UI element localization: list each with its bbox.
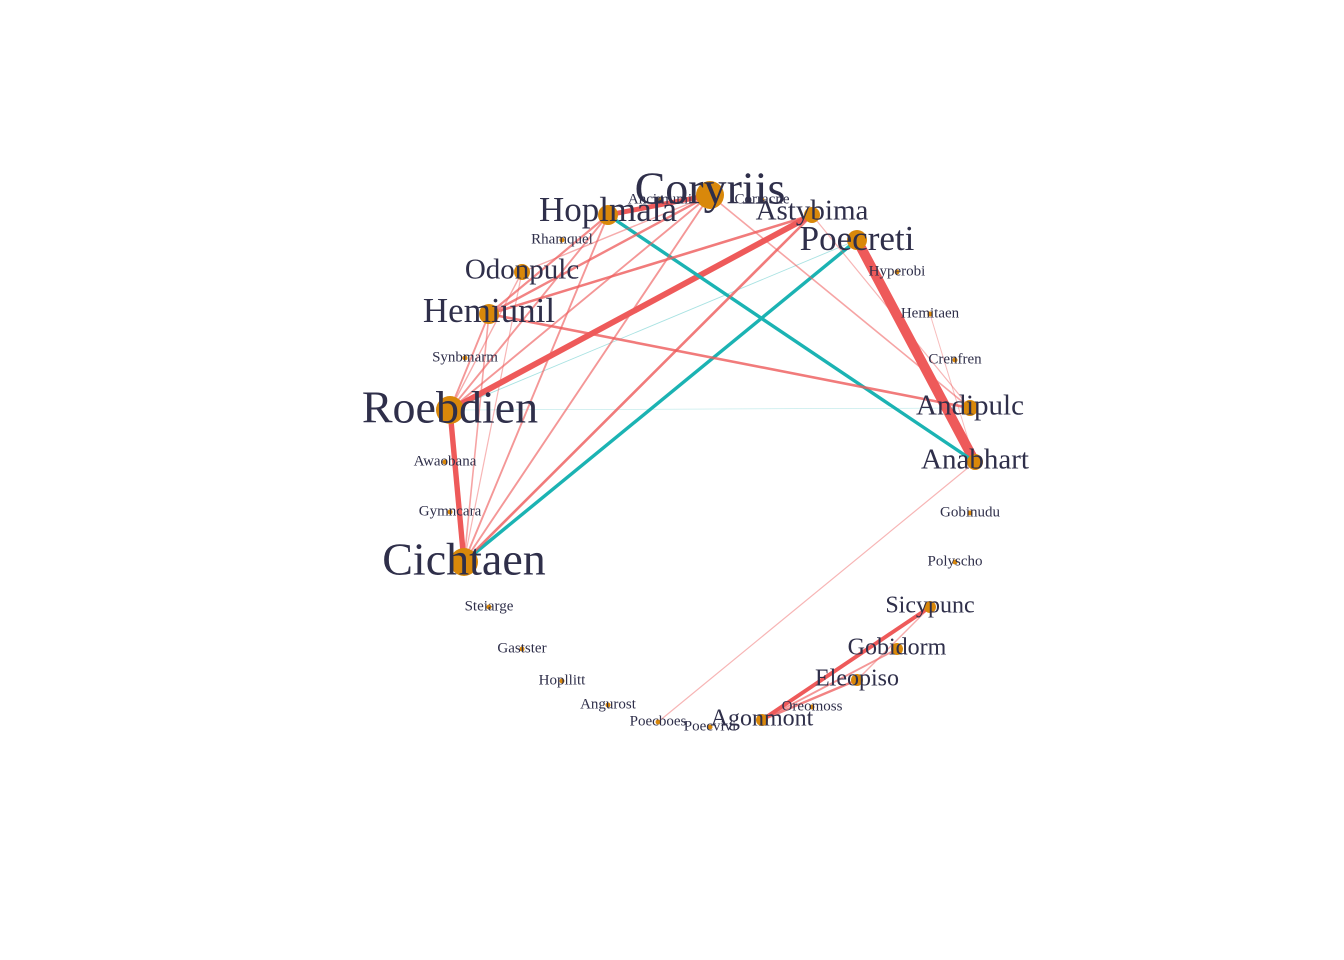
- edge-odonpulc-coryriis: [521, 194, 711, 273]
- node-label-sicypunc: Sicypunc: [885, 593, 974, 619]
- node-hemiunil[interactable]: [479, 304, 499, 324]
- node-awaobana[interactable]: [442, 459, 448, 465]
- edge-hoplmala-anabhart: [607, 213, 976, 464]
- node-hoplmala[interactable]: [598, 205, 618, 225]
- node-hyperobi[interactable]: [894, 269, 900, 275]
- node-andipulc[interactable]: [962, 400, 978, 416]
- node-astybima[interactable]: [804, 207, 820, 223]
- node-poecboes[interactable]: [655, 719, 661, 725]
- edge-cichtaen-astybima: [463, 214, 813, 563]
- node-label-polyscho: Polyscho: [927, 553, 982, 569]
- edge-cichtaen-hemiunil: [463, 313, 490, 563]
- node-sicypunc[interactable]: [924, 601, 936, 613]
- node-label-cichtaen: Cichtaen: [382, 534, 546, 585]
- edge-hemiunil-astybima: [488, 213, 813, 316]
- node-label-hyperobi: Hyperobi: [869, 263, 926, 279]
- node-synbmarm[interactable]: [462, 355, 468, 361]
- node-label-agonmont: Agonmont: [711, 706, 814, 732]
- node-label-poecboes: Poecboes: [630, 713, 687, 729]
- edge-cichtaen-poecreti: [462, 238, 859, 564]
- edge-anabhart-poecboes: [657, 461, 976, 723]
- node-label-poecreti: Poecreti: [800, 219, 915, 258]
- node-label-coryriis: Coryriis: [635, 163, 786, 214]
- node-poecreti[interactable]: [847, 230, 867, 250]
- edge-agonmont-eleopiso: [761, 678, 858, 722]
- node-label-gymncara: Gymncara: [419, 503, 482, 519]
- node-label-odonpulc: Odonpulc: [465, 254, 579, 286]
- node-hemitaen[interactable]: [927, 311, 933, 317]
- node-agonmont[interactable]: [756, 714, 768, 726]
- node-coryriis[interactable]: [696, 181, 724, 209]
- node-roebdien[interactable]: [436, 396, 464, 424]
- node-label-hopllitt: Hopllitt: [539, 672, 587, 688]
- node-label-oreomoss: Oreomoss: [782, 698, 843, 714]
- edge-hemitaen-anabhart: [929, 313, 976, 463]
- node-gobinudu[interactable]: [967, 510, 973, 516]
- node-ancimumi[interactable]: [657, 197, 663, 203]
- node-gastster[interactable]: [519, 646, 525, 652]
- edge-poecreti-anabhart: [852, 237, 980, 465]
- node-label-gobidorm: Gobidorm: [848, 635, 947, 661]
- edge-eleopiso-sicypunc: [856, 606, 931, 681]
- edge-agonmont-gobidorm: [761, 648, 898, 721]
- edge-roebdien-coryriis: [449, 194, 711, 411]
- node-label-hemiunil: Hemiunil: [423, 291, 555, 330]
- node-gobidorm[interactable]: [891, 643, 903, 655]
- node-polyscho[interactable]: [952, 559, 958, 565]
- node-label-awaobana: Awaobana: [414, 453, 477, 469]
- node-label-synbmarm: Synbmarm: [432, 349, 498, 365]
- edge-hemiunil-roebdien: [449, 313, 490, 411]
- node-label-anabhart: Anabhart: [921, 444, 1029, 476]
- node-label-gastster: Gastster: [497, 640, 546, 656]
- edge-roebdien-cichtaen: [447, 409, 467, 563]
- edge-layer: [447, 192, 980, 723]
- edge-agonmont-sicypunc: [760, 605, 932, 722]
- edge-hemiunil-coryriis: [488, 193, 711, 316]
- node-label-astybima: Astybima: [756, 195, 869, 227]
- node-label-corracne: Corracne: [735, 191, 790, 207]
- edge-cichtaen-odonpulc: [463, 271, 523, 563]
- edge-roebdien-poecreti: [449, 239, 858, 411]
- node-label-roebdien: Roebdien: [362, 382, 538, 433]
- edge-roebdien-andipulc: [449, 407, 971, 411]
- node-label-steiarge: Steiarge: [465, 598, 514, 614]
- node-label-hoplmala: Hoplmala: [539, 190, 677, 229]
- node-rhamquel[interactable]: [559, 237, 565, 243]
- node-anabhart[interactable]: [967, 454, 983, 470]
- node-label-crenfren: Crenfren: [928, 351, 982, 367]
- node-corracne[interactable]: [759, 197, 765, 203]
- node-label-gobinudu: Gobinudu: [940, 504, 1001, 520]
- node-label-ancimumi: Ancimumi: [628, 191, 692, 207]
- edge-hemiunil-andipulc: [488, 312, 971, 410]
- node-label-angurost: Angurost: [580, 696, 637, 712]
- edge-coryriis-andipulc: [709, 194, 971, 409]
- node-label-eleopiso: Eleopiso: [815, 666, 899, 692]
- node-gymncara[interactable]: [447, 509, 453, 515]
- node-label-andipulc: Andipulc: [916, 390, 1024, 422]
- node-label-poecvivi: Poecvivi: [684, 718, 737, 734]
- node-odonpulc[interactable]: [514, 264, 530, 280]
- node-steiarge[interactable]: [486, 604, 492, 610]
- node-angurost[interactable]: [605, 702, 611, 708]
- edge-roebdien-odonpulc: [449, 271, 523, 411]
- edge-cichtaen-coryriis: [463, 194, 711, 563]
- node-eleopiso[interactable]: [851, 674, 863, 686]
- node-hopllitt[interactable]: [559, 678, 565, 684]
- node-label-rhamquel: Rhamquel: [531, 231, 593, 247]
- node-layer: [436, 181, 983, 730]
- node-oreomoss[interactable]: [809, 704, 815, 710]
- edge-astybima-andipulc: [811, 214, 971, 409]
- node-label-hemitaen: Hemitaen: [901, 305, 960, 321]
- edge-hoplmala-coryriis: [607, 192, 711, 218]
- label-layer: CoryriisCorracneAstybimaPoecretiHyperobi…: [362, 163, 1029, 735]
- node-cichtaen[interactable]: [450, 548, 478, 576]
- node-crenfren[interactable]: [952, 357, 958, 363]
- edge-cichtaen-hoplmala: [463, 214, 609, 563]
- node-poecvivi[interactable]: [707, 724, 713, 730]
